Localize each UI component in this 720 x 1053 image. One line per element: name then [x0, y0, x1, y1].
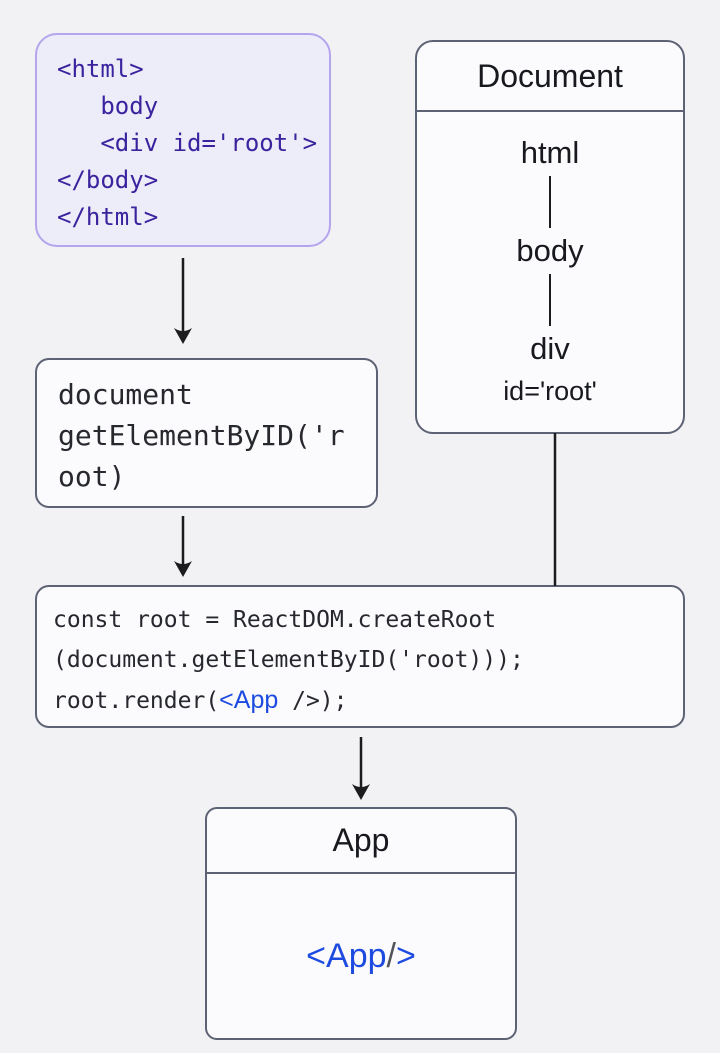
- document-box: Document html body div id='root': [415, 40, 685, 434]
- get-element-code: document getElementByID('r oot): [58, 378, 345, 493]
- tree-edge-body-div: [549, 274, 551, 326]
- app-jsx-open: <App: [306, 936, 387, 975]
- create-root-jsx-app: <App: [219, 686, 279, 714]
- create-root-box: const root = ReactDOM.createRoot (docume…: [35, 585, 685, 728]
- dom-node-div-attribute: id='root': [503, 376, 597, 406]
- dom-node-div: div: [530, 331, 570, 366]
- create-root-code-before: const root = ReactDOM.createRoot (docume…: [53, 607, 524, 714]
- html-snippet-box: <html> body <div id='root'> </body> </ht…: [35, 33, 331, 247]
- document-box-title: Document: [477, 57, 623, 94]
- app-jsx-close: >: [395, 936, 416, 975]
- arrow-snippet-to-getelement: [174, 258, 192, 344]
- dom-node-html: html: [520, 135, 580, 170]
- app-box-header: App: [207, 809, 515, 874]
- app-box: App <App />: [205, 807, 517, 1040]
- app-jsx: <App />: [207, 874, 515, 1038]
- create-root-code: const root = ReactDOM.createRoot (docume…: [53, 600, 683, 721]
- create-root-code-after: />);: [278, 688, 348, 714]
- app-jsx-slash: /: [386, 936, 396, 975]
- arrow-getelement-to-createroot: [174, 516, 192, 577]
- app-box-title: App: [332, 822, 390, 858]
- get-element-box: document getElementByID('r oot): [35, 358, 378, 508]
- document-box-header: Document: [417, 42, 683, 112]
- dom-tree: html body div id='root': [417, 112, 683, 432]
- html-snippet-code: <html> body <div id='root'> </body> </ht…: [57, 55, 318, 231]
- tree-edge-html-body: [549, 176, 551, 228]
- dom-node-body: body: [516, 233, 584, 268]
- arrow-createroot-to-app: [352, 737, 370, 800]
